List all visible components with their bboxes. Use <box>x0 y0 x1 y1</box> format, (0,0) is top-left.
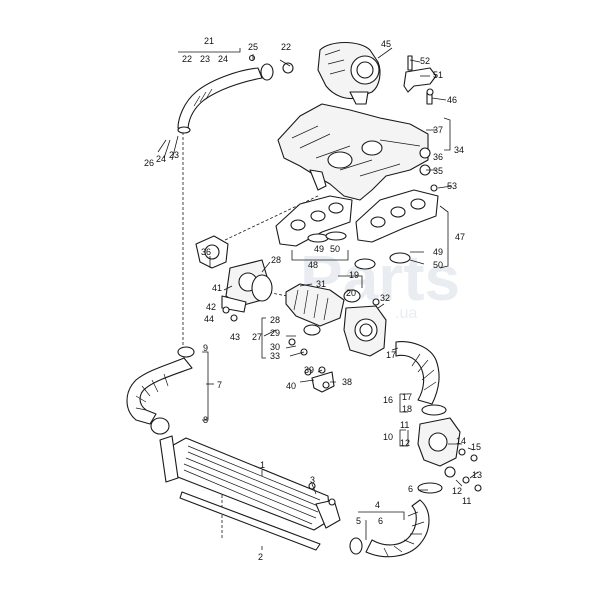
callout-25: 25 <box>248 42 258 52</box>
callout-43: 43 <box>230 332 240 342</box>
callout-34: 34 <box>454 145 464 155</box>
callout-22b: 22 <box>281 42 291 52</box>
callout-15: 15 <box>471 442 481 452</box>
callout-11b: 11 <box>462 496 471 506</box>
callout-23b: 23 <box>169 150 179 160</box>
callout-11: 11 <box>400 420 409 430</box>
watermark-domain: .ua <box>395 305 417 322</box>
connector-housing-10 <box>417 417 482 492</box>
callout-4: 4 <box>375 500 380 510</box>
callout-31: 31 <box>316 279 326 289</box>
callout-9: 9 <box>203 343 208 353</box>
intake-manifold <box>277 103 431 201</box>
turbocharger <box>317 41 381 105</box>
callout-41: 41 <box>212 283 222 293</box>
callout-28b: 28 <box>270 315 280 325</box>
callout-33: 33 <box>270 351 280 361</box>
gasket-28 <box>251 274 273 302</box>
callout-12: 12 <box>400 438 410 448</box>
callout-29: 29 <box>270 328 280 338</box>
callout-23: 23 <box>200 54 210 64</box>
bar-2 <box>179 491 321 551</box>
callout-20: 20 <box>346 288 356 298</box>
callout-22: 22 <box>182 54 192 64</box>
hose-16 <box>395 341 447 416</box>
leader-lines <box>157 47 479 550</box>
callout-49b: 49 <box>433 247 443 257</box>
callout-14: 14 <box>456 436 466 446</box>
callout-8: 8 <box>203 415 208 425</box>
callout-35: 35 <box>433 166 443 176</box>
callout-40: 40 <box>286 381 296 391</box>
manifold-gasket-right <box>354 184 439 270</box>
callout-47: 47 <box>455 232 465 242</box>
callout-18: 18 <box>402 404 412 414</box>
callout-24b: 24 <box>156 154 166 164</box>
upper-intake-hose <box>177 54 294 134</box>
hose-clamp-6 <box>417 482 443 494</box>
callout-19: 19 <box>349 270 359 280</box>
callout-27: 27 <box>252 332 262 342</box>
callout-17b: 17 <box>402 392 412 402</box>
callout-37: 37 <box>433 125 443 135</box>
callout-13: 13 <box>472 470 482 480</box>
callout-17: 17 <box>386 350 396 360</box>
charge-pipe <box>285 283 345 376</box>
callout-42: 42 <box>206 302 216 312</box>
callout-24: 24 <box>218 54 228 64</box>
hose-7 <box>126 346 195 435</box>
callout-10: 10 <box>383 432 393 442</box>
callout-6: 6 <box>408 484 413 494</box>
callout-7: 7 <box>217 380 222 390</box>
callout-50: 50 <box>330 244 340 254</box>
callout-3: 3 <box>310 475 315 485</box>
callout-32: 32 <box>380 293 390 303</box>
callout-2: 2 <box>258 552 263 562</box>
callout-36: 36 <box>433 152 443 162</box>
callout-12b: 12 <box>452 486 462 496</box>
callout-50b: 50 <box>433 260 443 270</box>
callout-45: 45 <box>381 39 391 49</box>
manifold-gasket-left <box>275 195 353 247</box>
callout-44: 44 <box>204 314 214 324</box>
callout-numbers: 21 22 23 24 25 22 45 52 51 46 26 24 23 3… <box>144 36 482 562</box>
hose-4 <box>349 499 430 558</box>
bracket-38 <box>311 366 335 393</box>
callout-38: 38 <box>342 377 352 387</box>
callout-36b: 36 <box>201 247 211 257</box>
callout-1: 1 <box>260 460 265 470</box>
callout-30: 30 <box>270 342 280 352</box>
callout-21: 21 <box>204 36 214 46</box>
callout-6b: 6 <box>378 516 383 526</box>
intercooler <box>159 435 341 531</box>
gasket-36 <box>195 235 229 269</box>
callout-28: 28 <box>271 255 281 265</box>
throttle-body <box>343 289 387 357</box>
callout-26: 26 <box>144 158 154 168</box>
callout-39: 39 <box>304 365 314 375</box>
callout-49: 49 <box>314 244 324 254</box>
callout-5: 5 <box>356 516 361 526</box>
callout-16: 16 <box>383 395 393 405</box>
callout-53: 53 <box>447 181 457 191</box>
callout-46: 46 <box>447 95 457 105</box>
callout-51: 51 <box>433 70 443 80</box>
callout-48: 48 <box>308 260 318 270</box>
callout-52: 52 <box>420 56 430 66</box>
